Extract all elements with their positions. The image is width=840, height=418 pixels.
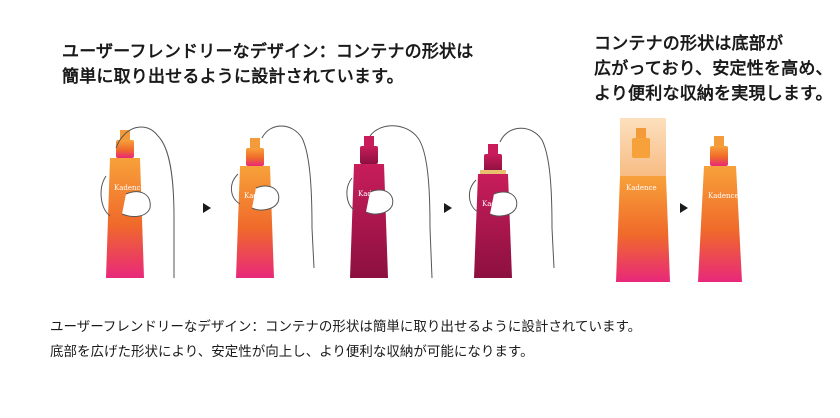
- bottle-with-clear-cap: Kadence: [616, 118, 670, 282]
- headline-stability-line-3: より便利な収納を実現します。: [594, 84, 833, 104]
- brand-label: Kadence: [626, 184, 657, 192]
- hand-holding-orange-bottle-1: Kadence: [100, 126, 175, 278]
- brand-label: Kadence: [708, 192, 739, 200]
- arrow-right-icon: [680, 203, 688, 213]
- headline-stability: コンテナの形状は底部が 広がっており、安定性を高め、 より便利な収納を実現します…: [594, 32, 834, 107]
- arrow-right-icon: [444, 203, 452, 213]
- hand-holding-crimson-bottle-1: Kadence: [346, 125, 433, 279]
- headline-usability: ユーザーフレンドリーなデザイン：コンテナの形状は 簡単に取り出せるように設計され…: [62, 40, 532, 90]
- headline-stability-line-2: 広がっており、安定性を高め、: [594, 59, 833, 79]
- brand-label: Kadence: [114, 184, 145, 192]
- hand-holding-crimson-bottle-2: Kadence: [469, 127, 555, 278]
- arrow-right-icon: [203, 203, 211, 213]
- bottle-flared-base: Kadence: [698, 136, 742, 282]
- caption-line-1: ユーザーフレンドリーなデザイン：コンテナの形状は簡単に取り出せるように設計されて…: [50, 319, 642, 335]
- headline-usability-line-1: ユーザーフレンドリーなデザイン：コンテナの形状は: [62, 42, 474, 62]
- headline-usability-line-2: 簡単に取り出せるように設計されています。: [62, 67, 404, 87]
- hand-holding-orange-bottle-2: Kadence: [231, 125, 315, 278]
- headline-stability-line-1: コンテナの形状は底部が: [594, 34, 784, 54]
- caption-line-2: 底部を広げた形状により、安定性が向上し、より便利な収納が可能になります。: [50, 344, 534, 360]
